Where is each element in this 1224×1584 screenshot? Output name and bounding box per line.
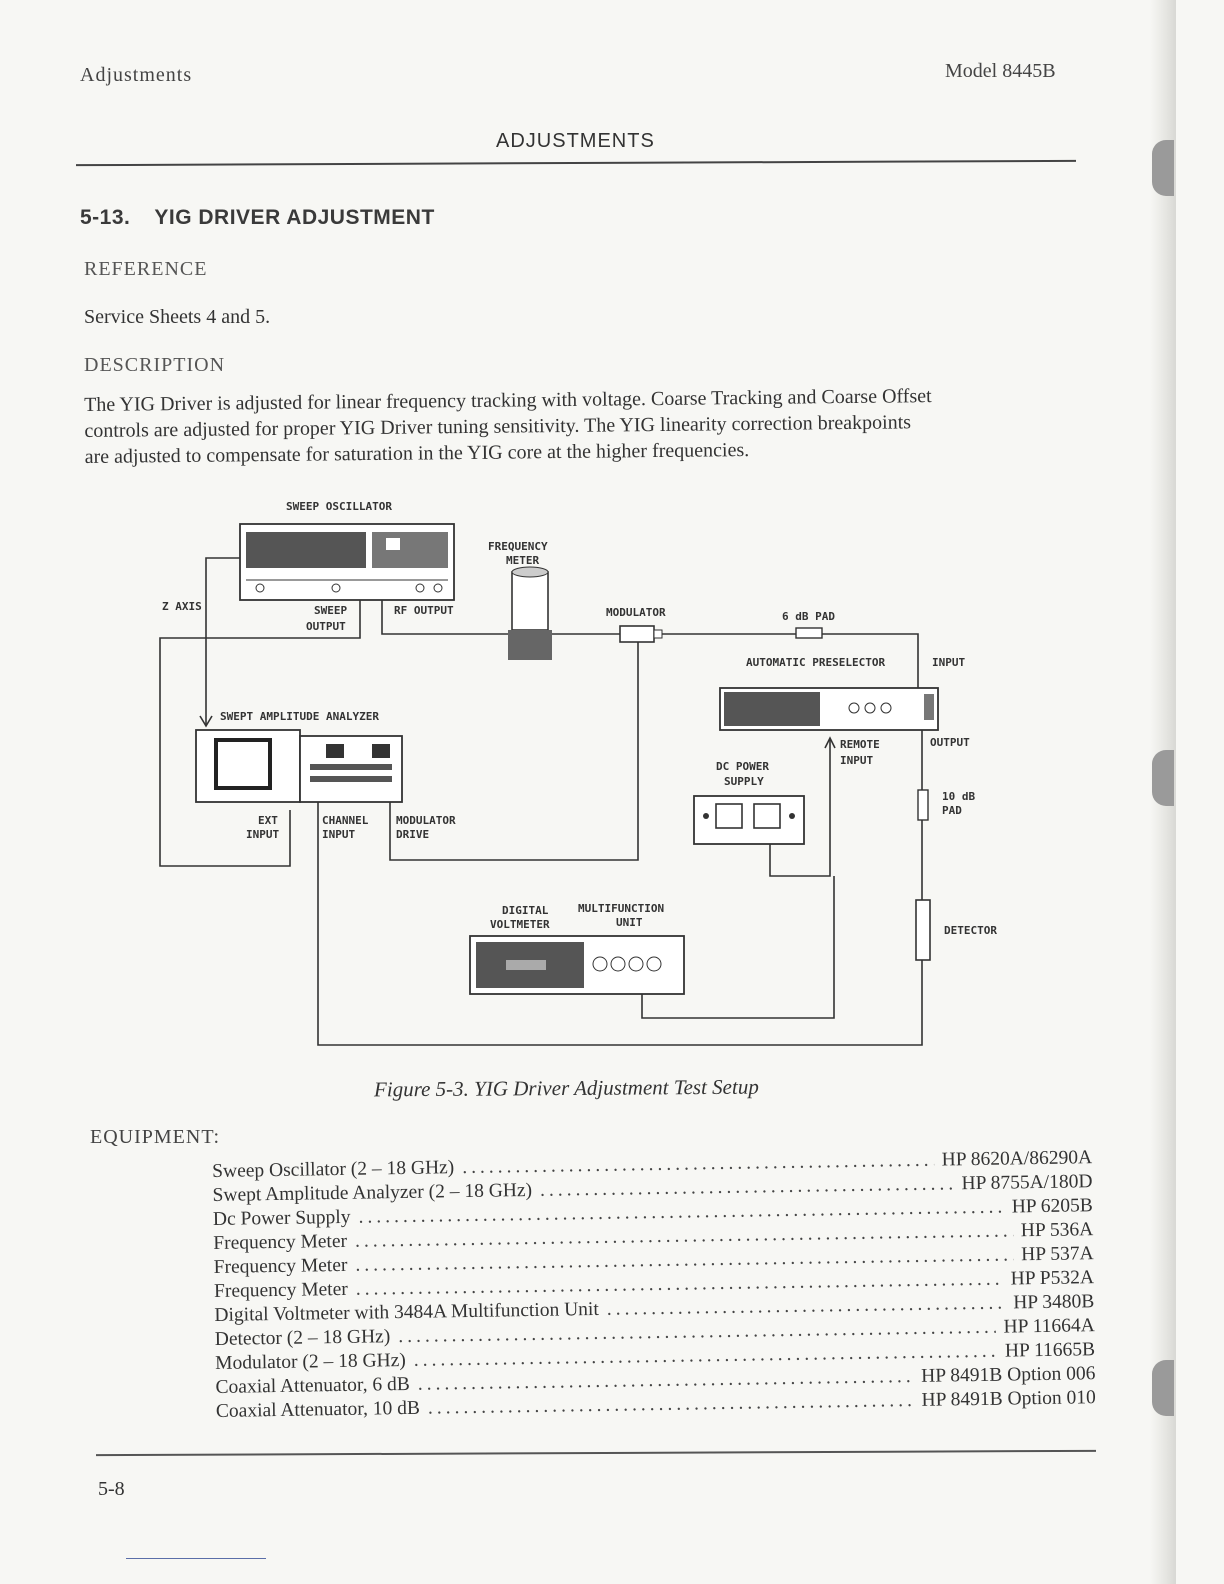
label-10db-pad: PAD bbox=[942, 804, 962, 817]
label-voltmeter: VOLTMETER bbox=[490, 918, 550, 931]
equipment-model: HP P532A bbox=[1010, 1267, 1095, 1290]
dvm-cable bbox=[641, 876, 835, 1019]
label-unit: UNIT bbox=[616, 916, 643, 929]
label-sweep-oscillator: SWEEP OSCILLATOR bbox=[286, 500, 392, 513]
equipment-model: HP 11664A bbox=[1003, 1315, 1095, 1338]
label-digital: DIGITAL bbox=[502, 904, 549, 917]
label-sweep-output: OUTPUT bbox=[306, 620, 346, 633]
modulator-drive-cable bbox=[389, 640, 639, 861]
equipment-name: Detector (2 – 18 GHz) bbox=[214, 1326, 391, 1350]
label-drive: DRIVE bbox=[396, 828, 429, 841]
channel-input-cable bbox=[317, 790, 923, 1046]
running-header-right: Model 8445B bbox=[945, 60, 1056, 82]
equipment-list: Sweep Oscillator (2 – 18 GHz)...........… bbox=[212, 1146, 1096, 1424]
description-heading: DESCRIPTION bbox=[84, 354, 226, 376]
equipment-model: HP 8491B Option 006 bbox=[921, 1363, 1096, 1387]
modulator bbox=[619, 625, 663, 643]
equipment-model: HP 8620A/86290A bbox=[941, 1147, 1093, 1171]
equipment-name: Frequency Meter bbox=[213, 1230, 348, 1254]
binder-hole bbox=[1152, 1360, 1174, 1416]
equipment-model: HP 8491B Option 010 bbox=[921, 1387, 1097, 1411]
pad-6db bbox=[795, 627, 823, 639]
equipment-name: Coaxial Attenuator, 10 dB bbox=[215, 1397, 421, 1422]
test-setup-diagram: SWEEP OSCILLATOR FREQUENCY METER Z AXIS … bbox=[159, 500, 997, 1046]
equipment-name: Modulator (2 – 18 GHz) bbox=[215, 1349, 406, 1374]
label-meter: METER bbox=[506, 554, 539, 567]
swept-amplitude-analyzer bbox=[195, 729, 403, 803]
section-title: 5-13. YIG DRIVER ADJUSTMENT bbox=[80, 206, 435, 230]
label-preselector-output: OUTPUT bbox=[930, 736, 970, 749]
section-number: 5-13. bbox=[80, 206, 131, 229]
label-input: INPUT bbox=[932, 656, 965, 669]
equipment-model: HP 6205B bbox=[1011, 1195, 1093, 1218]
label-10db: 10 dB bbox=[942, 790, 975, 803]
label-sweep: SWEEP bbox=[314, 604, 347, 617]
equipment-name: Frequency Meter bbox=[213, 1278, 348, 1302]
page-number: 5-8 bbox=[98, 1478, 125, 1500]
binder-hole bbox=[1152, 750, 1174, 806]
chapter-heading: ADJUSTMENTS bbox=[496, 130, 655, 152]
equipment-model: HP 8755A/180D bbox=[961, 1171, 1093, 1195]
scan-mark bbox=[126, 1558, 266, 1559]
label-supply: SUPPLY bbox=[724, 775, 764, 788]
sweep-oscillator bbox=[239, 523, 455, 601]
label-detector: DETECTOR bbox=[944, 924, 997, 937]
figure-caption: Figure 5-3. YIG Driver Adjustment Test S… bbox=[373, 1074, 759, 1102]
label-modulator-drive: MODULATOR bbox=[396, 814, 456, 827]
equipment-model: HP 536A bbox=[1020, 1219, 1094, 1242]
label-dc-power: DC POWER bbox=[716, 760, 769, 773]
section-title-text: YIG DRIVER ADJUSTMENT bbox=[154, 206, 435, 229]
z-axis-arrow bbox=[199, 715, 213, 728]
label-z-axis: Z AXIS bbox=[162, 600, 202, 613]
label-channel: CHANNEL bbox=[322, 814, 369, 827]
label-modulator: MODULATOR bbox=[606, 606, 666, 619]
equipment-heading: EQUIPMENT: bbox=[90, 1126, 221, 1148]
dc-power-supply bbox=[693, 795, 805, 845]
pad-10db bbox=[917, 789, 929, 821]
label-channel-input: INPUT bbox=[322, 828, 355, 841]
sweep-output-cable bbox=[159, 592, 361, 867]
label-ext-input: INPUT bbox=[246, 828, 279, 841]
description-paragraph: The YIG Driver is adjusted for linear fr… bbox=[84, 382, 1075, 470]
label-rf-output: RF OUTPUT bbox=[394, 604, 454, 617]
label-frequency: FREQUENCY bbox=[488, 540, 548, 553]
label-remote: REMOTE bbox=[840, 738, 880, 751]
equipment-model: HP 11665B bbox=[1004, 1339, 1096, 1362]
detector bbox=[915, 899, 931, 961]
label-swept-amplitude-analyzer: SWEPT AMPLITUDE ANALYZER bbox=[220, 710, 379, 723]
label-6db-pad: 6 dB PAD bbox=[782, 610, 835, 623]
footer-rule bbox=[96, 1449, 1096, 1457]
equipment-model: HP 3480B bbox=[1013, 1291, 1095, 1314]
automatic-preselector bbox=[719, 687, 939, 731]
equipment-name: Coaxial Attenuator, 6 dB bbox=[215, 1373, 410, 1398]
equipment-model: HP 537A bbox=[1021, 1243, 1094, 1266]
equipment-name: Frequency Meter bbox=[213, 1254, 348, 1278]
label-remote-input: INPUT bbox=[840, 754, 873, 767]
label-multifunction: MULTIFUNCTION bbox=[578, 902, 664, 915]
remote-input-cable bbox=[769, 740, 831, 877]
cables bbox=[159, 557, 923, 1046]
digital-voltmeter bbox=[469, 935, 685, 995]
reference-heading: REFERENCE bbox=[84, 258, 208, 280]
label-automatic-preselector: AUTOMATIC PRESELECTOR bbox=[746, 656, 885, 669]
z-axis-cable bbox=[205, 557, 240, 726]
binder-hole bbox=[1152, 140, 1174, 196]
header-rule bbox=[76, 159, 1076, 167]
frequency-meter bbox=[508, 566, 552, 660]
reference-text: Service Sheets 4 and 5. bbox=[84, 306, 271, 328]
equipment-name: Dc Power Supply bbox=[212, 1206, 351, 1230]
running-header-left: Adjustments bbox=[80, 64, 193, 86]
label-ext: EXT bbox=[258, 814, 278, 827]
